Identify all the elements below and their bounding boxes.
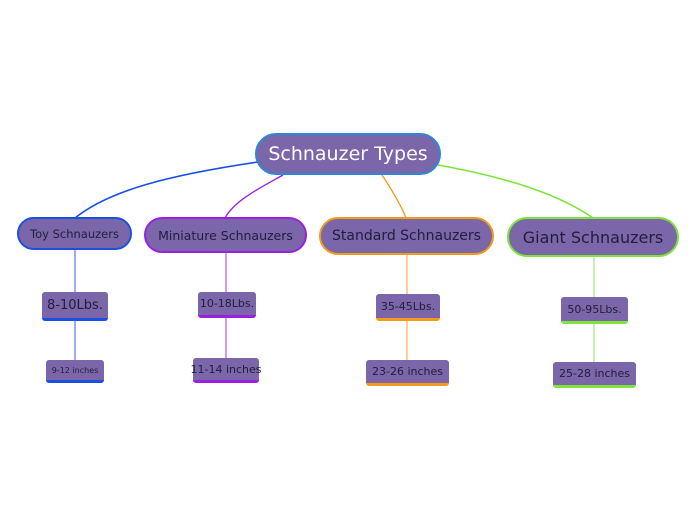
weight-label-standard: 35-45Lbs.: [380, 299, 436, 313]
category-label-miniature: Miniature Schnauzers: [158, 227, 293, 243]
root-node[interactable]: Schnauzer Types: [255, 133, 441, 175]
height-node-miniature[interactable]: 11-14 inches: [190, 358, 262, 383]
height-node-giant[interactable]: 25-28 inches: [553, 362, 636, 388]
category-node-miniature[interactable]: Miniature Schnauzers: [144, 217, 307, 253]
height-node-standard[interactable]: 23-26 inches: [366, 360, 449, 386]
weight-node-giant[interactable]: 50-95Lbs.: [561, 297, 628, 324]
connector-root-giant: [437, 164, 594, 219]
height-label-toy: 9-12 inches: [51, 365, 99, 375]
category-label-giant: Giant Schnauzers: [522, 227, 664, 247]
category-label-standard: Standard Schnauzers: [332, 228, 481, 244]
weight-node-standard[interactable]: 35-45Lbs.: [376, 294, 440, 321]
connector-root-miniature: [224, 174, 284, 219]
connector-root-toy: [74, 161, 259, 219]
root-label: Schnauzer Types: [268, 143, 428, 165]
category-label-toy: Toy Schnauzers: [30, 226, 119, 241]
category-node-standard[interactable]: Standard Schnauzers: [319, 217, 494, 255]
weight-label-miniature: 10-18Lbs.: [199, 297, 255, 310]
height-label-giant: 25-28 inches: [558, 367, 630, 380]
category-node-toy[interactable]: Toy Schnauzers: [17, 217, 132, 250]
connector-root-standard: [381, 174, 407, 219]
height-label-miniature: 11-14 inches: [190, 362, 262, 376]
category-node-giant[interactable]: Giant Schnauzers: [507, 217, 679, 257]
weight-node-toy[interactable]: 8-10Lbs.: [42, 292, 108, 321]
weight-node-miniature[interactable]: 10-18Lbs.: [198, 292, 256, 318]
height-node-toy[interactable]: 9-12 inches: [46, 360, 104, 383]
height-label-standard: 23-26 inches: [371, 365, 443, 378]
weight-label-giant: 50-95Lbs.: [567, 302, 622, 316]
weight-label-toy: 8-10Lbs.: [47, 297, 103, 313]
